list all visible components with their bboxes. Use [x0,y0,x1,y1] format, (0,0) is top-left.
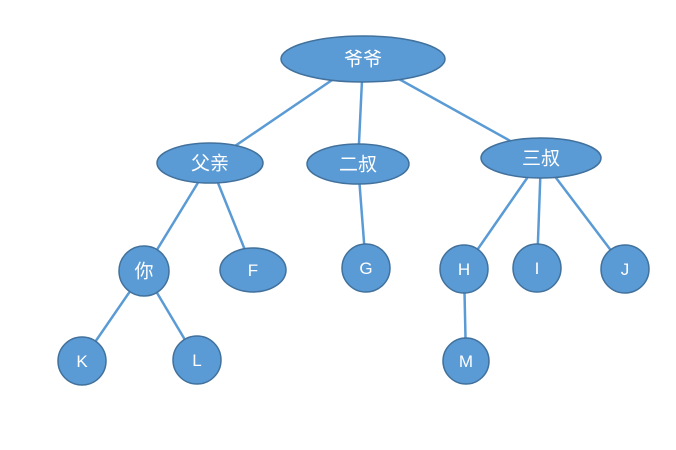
node-circle [600,244,650,294]
node-label-m: M [459,352,473,371]
tree-node-f: F [219,247,287,293]
node-label-third-uncle: 三叔 [522,148,560,170]
tree-node-k: K [57,336,107,386]
node-circle [57,336,107,386]
tree-node-l: L [172,335,222,385]
node-circle [442,337,490,385]
node-label-l: L [192,351,201,370]
node-circle [512,243,562,293]
tree-node-you: 你 [118,245,170,297]
node-label-h: H [458,260,470,279]
node-circle [341,243,391,293]
node-label-g: G [359,259,372,278]
tree-node-h: H [439,244,489,294]
node-ellipse [306,143,410,185]
node-label-father: 父亲 [191,153,229,175]
node-label-j: J [621,260,630,279]
tree-node-father: 父亲 [156,142,264,184]
node-ellipse [280,35,446,83]
node-ellipse [156,142,264,184]
node-label-f: F [248,261,258,280]
tree-node-second-uncle: 二叔 [306,143,410,185]
node-label-k: K [76,352,88,371]
node-label-grandfather: 爷爷 [344,49,382,71]
node-circle [118,245,170,297]
tree-node-third-uncle: 三叔 [480,137,602,179]
tree-node-j: J [600,244,650,294]
tree-node-m: M [442,337,490,385]
node-circle [439,244,489,294]
node-label-i: I [535,259,540,278]
node-ellipse [219,247,287,293]
node-circle [172,335,222,385]
tree-node-grandfather: 爷爷 [280,35,446,83]
tree-node-i: I [512,243,562,293]
node-label-second-uncle: 二叔 [339,154,377,176]
node-label-you: 你 [134,261,153,283]
node-ellipse [480,137,602,179]
tree-node-g: G [341,243,391,293]
